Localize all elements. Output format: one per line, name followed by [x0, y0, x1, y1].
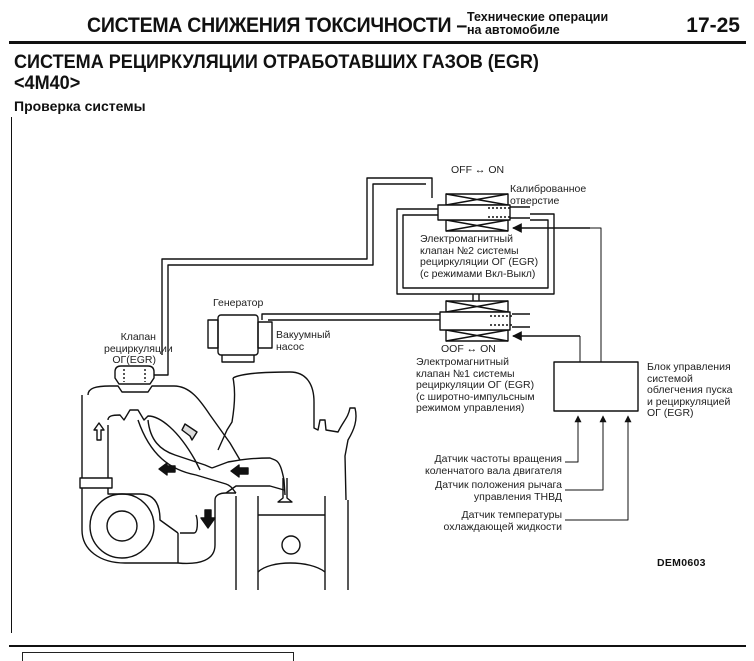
signal-wires	[579, 227, 602, 362]
egr-valve-line3: ОГ(EGR)	[112, 354, 156, 366]
valve2-label: Электромагнитный клапан №2 системы рецир…	[420, 233, 539, 280]
valve2-line1: Электромагнитный	[420, 233, 513, 245]
valve2-line3: рециркуляции ОГ (EGR)	[420, 256, 539, 268]
header-rule	[9, 41, 746, 44]
calibrated-orifice-line2: отверстие	[510, 194, 560, 207]
coolant-temp-sensor-line1: Датчик температуры	[461, 509, 562, 521]
valve1-state-label: OOF ↔ ON	[441, 343, 496, 355]
flow-arrow-up-icon	[93, 422, 105, 441]
section-subtitle: Проверка системы	[14, 98, 146, 114]
valve1-line4: (с широтно-импульсным	[416, 390, 535, 403]
chapter-title: СИСТЕМА СНИЖЕНИЯ ТОКСИЧНОСТИ –	[87, 14, 468, 37]
calibrated-orifice-line1: Калиброванное	[510, 183, 587, 195]
chapter-subtitle-line2: на автомобиле	[467, 23, 560, 37]
egr-valve-label: Клапан рециркуляции ОГ(EGR)	[104, 331, 173, 367]
chapter-subtitle-line1: Технические операции	[467, 10, 609, 24]
ecu-label: Блок управления системой облегчения пуск…	[647, 361, 733, 420]
solenoid-valve-2	[437, 193, 590, 233]
figure-frame-bottom	[9, 645, 746, 647]
sensor-wires	[565, 415, 632, 521]
engine	[79, 371, 357, 590]
vacuum-hose-egr-valve	[161, 177, 433, 355]
chapter-subtitle: Технические операции на автомобиле	[467, 11, 608, 37]
lever-position-sensor-label: Датчик положения рычага управления ТНВД	[412, 479, 562, 503]
section-title-line1: СИСТЕМА РЕЦИРКУЛЯЦИИ ОТРАБОТАВШИХ ГАЗОВ …	[14, 52, 539, 73]
flow-arrow-left-icon	[230, 464, 249, 478]
valve1-label: Электромагнитный клапан №1 системы рецир…	[416, 356, 535, 415]
ecu-block	[553, 361, 639, 412]
flow-arrow-left-icon	[158, 462, 176, 476]
valve2-line4: (с режимами Вкл-Выкл)	[420, 267, 536, 280]
egr-valve-line1: Клапан	[120, 331, 156, 343]
section-title: СИСТЕМА РЕЦИРКУЛЯЦИИ ОТРАБОТАВШИХ ГАЗОВ …	[14, 52, 539, 94]
page-number: 17-25	[686, 14, 740, 37]
valve1-line2: клапан №1 системы	[416, 367, 515, 380]
coolant-temp-sensor-line2: охлаждающей жидкости	[443, 520, 562, 533]
ecu-line3: облегчения пуска	[647, 384, 733, 396]
crankshaft-sensor-label: Датчик частоты вращения коленчатого вала…	[412, 453, 562, 477]
lever-position-sensor-line1: Датчик положения рычага	[435, 479, 562, 491]
ecu-line1: Блок управления	[647, 361, 731, 373]
ecu-line5: ОГ (EGR)	[647, 407, 694, 419]
generator-label: Генератор	[213, 297, 264, 309]
flow-arrow-hatched-icon	[181, 423, 198, 441]
coolant-temp-sensor-label: Датчик температуры охлаждающей жидкости	[412, 509, 562, 533]
figure-code: DEM0603	[657, 557, 706, 569]
vacuum-pump-line2: насос	[276, 340, 305, 353]
section-title-line2: <4M40>	[14, 73, 81, 94]
flow-arrow-down-icon	[200, 509, 216, 529]
figure-frame-left	[11, 117, 12, 633]
valve2-state-label: OFF ↔ ON	[451, 164, 505, 176]
valve1-line5: режимом управления)	[416, 402, 525, 414]
vacuum-pump-label: Вакуумный насос	[276, 329, 331, 353]
crankshaft-sensor-line1: Датчик частоты вращения	[434, 453, 562, 465]
ecu-line4: и рециркуляцией	[647, 395, 731, 408]
footer-box	[22, 652, 294, 661]
vacuum-pump-line1: Вакуумный	[276, 329, 331, 341]
egr-valve	[114, 350, 169, 385]
lever-position-sensor-line2: управления ТНВД	[473, 490, 562, 503]
egr-valve-line2: рециркуляции	[104, 342, 173, 355]
vacuum-hose-pump	[261, 313, 440, 321]
crankshaft-sensor-line2: коленчатого вала двигателя	[424, 464, 562, 477]
valve2-line2: клапан №2 системы	[420, 244, 519, 257]
flow-arrows	[93, 422, 249, 529]
generator	[207, 314, 273, 363]
valve1-line3: рециркуляции ОГ (EGR)	[416, 379, 535, 391]
calibrated-orifice-label: Калиброванное отверстие	[510, 183, 587, 207]
valve1-line1: Электромагнитный	[416, 356, 509, 368]
ecu-line2: системой	[647, 372, 693, 385]
solenoid-valve-1	[439, 300, 580, 342]
